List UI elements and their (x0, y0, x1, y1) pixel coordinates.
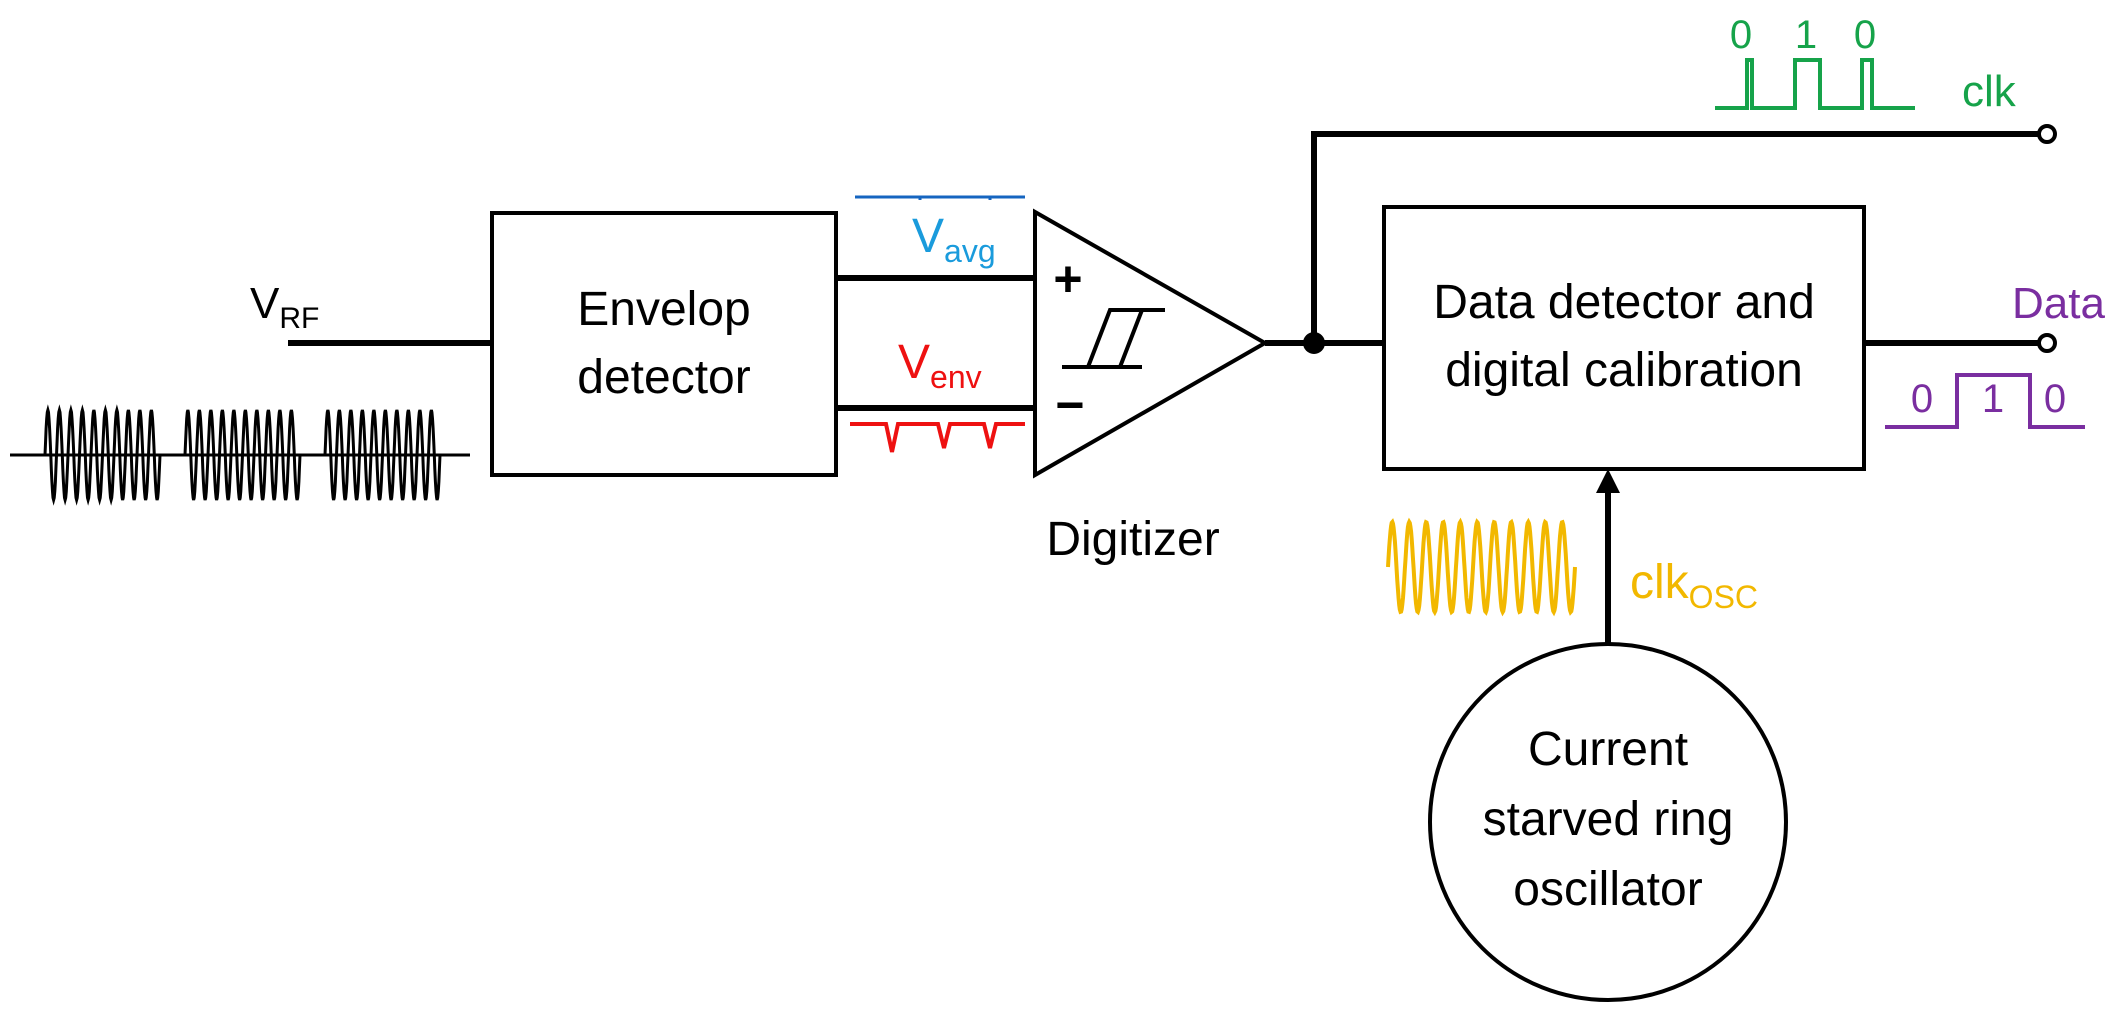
digitizer-comparator (1033, 208, 1270, 479)
ring-oscillator-label-2: starved ring (1483, 793, 1734, 846)
data-bit-1: 1 (1982, 377, 2004, 421)
data-output-terminal[interactable] (2037, 333, 2057, 353)
data-bit-2: 0 (2044, 377, 2066, 421)
clk-label: clk (1962, 67, 2017, 116)
data-detector-label: Data detector and (1433, 276, 1815, 329)
clkosc-waveform (1386, 517, 1577, 617)
venv-label: Venv (898, 336, 982, 395)
envelope-detector-block (490, 211, 838, 477)
data-label: Data (2012, 279, 2105, 328)
venv-waveform (850, 422, 1025, 453)
ring-oscillator-label-3: oscillator (1513, 863, 1702, 916)
ring-oscillator-label: Current (1528, 723, 1688, 776)
data-detector-block (1382, 205, 1866, 471)
clkosc-label: clkOSC (1630, 556, 1758, 615)
vavg-label: Vavg (912, 210, 996, 269)
envelope-detector-label: Envelop (577, 283, 750, 336)
data-waveform (1885, 373, 2085, 429)
rf-burst-waveform (10, 404, 470, 506)
digitizer-label: Digitizer (1046, 513, 1219, 566)
clk-output-terminal[interactable] (2037, 124, 2057, 144)
clk-waveform (1715, 58, 1915, 110)
envelope-detector-label-2: detector (577, 351, 750, 404)
ring-oscillator-block (1428, 642, 1788, 1002)
clk-bit-0: 0 (1730, 13, 1752, 57)
vavg-waveform (855, 195, 1025, 200)
digitizer-plus-sign: + (1053, 251, 1082, 307)
data-detector-label-2: digital calibration (1445, 344, 1803, 397)
data-bit-0: 0 (1911, 377, 1933, 421)
vrf-label: VRF (250, 279, 319, 335)
clk-bit-2: 0 (1854, 13, 1876, 57)
digitizer-minus-sign: − (1055, 377, 1084, 433)
clk-wire (1311, 131, 2040, 343)
clkosc-arrowhead (1596, 469, 1620, 493)
clk-bit-1: 1 (1795, 13, 1817, 57)
hysteresis-icon (1062, 308, 1165, 369)
